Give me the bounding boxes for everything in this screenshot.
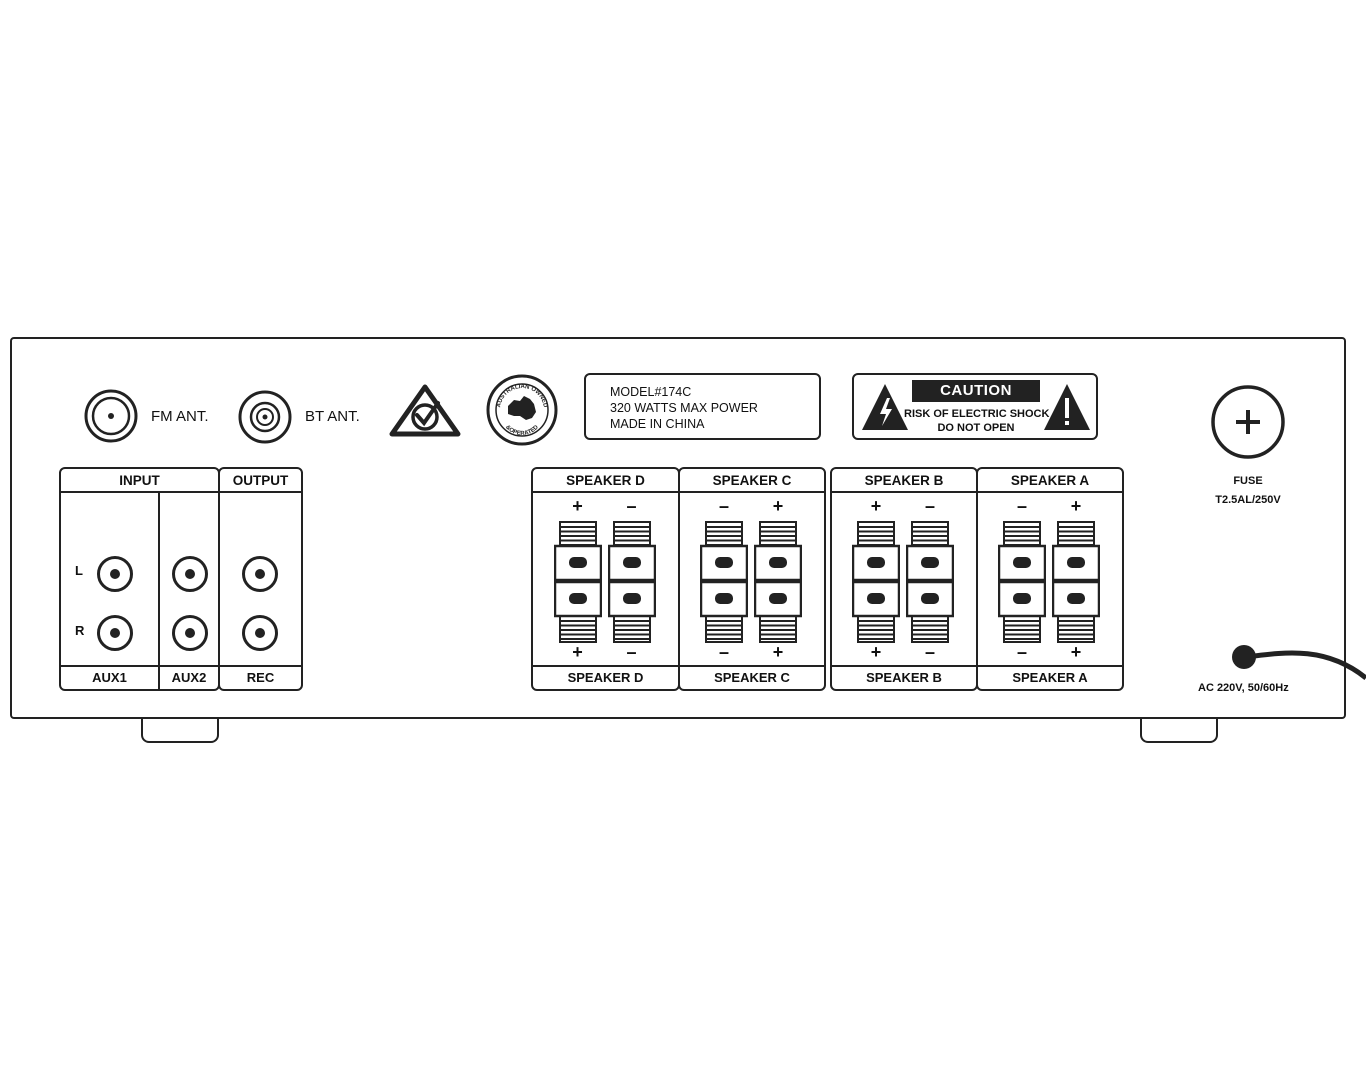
speaker-c-group: SPEAKER C SPEAKER C – – + + [678,467,826,691]
fm-antenna-label: FM ANT. [151,408,209,425]
output-header: OUTPUT [220,469,301,493]
speaker-d-header: SPEAKER D [533,469,678,493]
fuse-rating: T2.5AL/250V [1215,494,1281,506]
speaker-c-header: SPEAKER C [680,469,824,493]
speaker-c-terminal-2[interactable] [753,520,803,644]
right-foot [1140,719,1218,743]
model-origin-text: MADE IN CHINA [610,417,705,431]
aux1-left-jack[interactable] [97,556,133,592]
exclamation-warning-icon [1044,384,1090,430]
speaker-b-footer: SPEAKER B [832,665,976,689]
speaker-d-bottom-polarity-2: – [626,642,637,662]
speaker-a-top-polarity-1: – [1016,496,1027,516]
speaker-d-terminal-2[interactable] [607,520,656,644]
speaker-c-top-polarity-2: + [772,496,784,516]
channel-right-label: R [75,623,85,638]
aux2-label: AUX2 [171,670,207,685]
rec-left-jack[interactable] [242,556,278,592]
speaker-b-header: SPEAKER B [832,469,976,493]
model-label: MODEL#174C 320 WATTS MAX POWER MADE IN C… [584,373,821,440]
input-group: INPUT AUX1 AUX2 L R [59,467,220,691]
aux1-right-jack[interactable] [97,615,133,651]
speaker-d-top-polarity-1: + [572,496,583,516]
bt-antenna-label: BT ANT. [305,408,360,425]
speaker-b-bottom-polarity-2: – [924,642,935,662]
aux2-right-jack[interactable] [172,615,208,651]
speaker-c-bottom-polarity-1: – [718,642,729,662]
fm-antenna-jack[interactable] [84,389,138,443]
speaker-a-group: SPEAKER A SPEAKER A – – + + [976,467,1124,691]
input-footer: AUX1 AUX2 [61,665,218,689]
speaker-c-top-polarity-1: – [718,496,729,516]
speaker-a-bottom-polarity-1: – [1016,642,1027,662]
speaker-c-footer: SPEAKER C [680,665,824,689]
input-divider [158,493,160,665]
power-cord-icon [1232,645,1366,680]
speaker-b-top-polarity-2: – [924,496,935,516]
speaker-b-bottom-polarity-1: + [870,642,882,662]
speaker-b-terminal-2[interactable] [905,520,955,644]
rec-label: REC [220,665,301,689]
caution-title: CAUTION [912,380,1040,402]
caution-label: CAUTION RISK OF ELECTRIC SHOCK DO NOT OP… [852,373,1098,440]
speaker-d-terminal-1[interactable] [553,520,602,644]
rec-right-jack[interactable] [242,615,278,651]
bt-antenna-jack[interactable] [238,390,292,444]
caution-line-1: RISK OF ELECTRIC SHOCK [904,408,1050,420]
rcm-compliance-icon [389,384,461,437]
speaker-a-bottom-polarity-2: + [1070,642,1082,662]
footer-divider [158,667,160,689]
speaker-a-header: SPEAKER A [978,469,1122,493]
speaker-a-top-polarity-2: + [1070,496,1082,516]
fuse-label: FUSE [1233,475,1263,487]
channel-left-label: L [75,563,83,578]
input-header: INPUT [61,469,218,493]
fuse-holder[interactable] [1210,384,1286,460]
speaker-b-top-polarity-1: + [870,496,882,516]
speaker-d-top-polarity-2: – [626,496,637,516]
speaker-d-group: SPEAKER D SPEAKER D + + – – [531,467,680,691]
left-foot [141,719,219,743]
speaker-a-terminal-2[interactable] [1051,520,1101,644]
power-label: AC 220V, 50/60Hz [1198,682,1289,694]
speaker-a-terminal-1[interactable] [997,520,1047,644]
speaker-d-bottom-polarity-1: + [572,642,583,662]
caution-line-2: DO NOT OPEN [937,422,1015,434]
speaker-b-terminal-1[interactable] [851,520,901,644]
aux1-label: AUX1 [92,670,127,685]
electric-shock-warning-icon [862,384,908,430]
speaker-b-group: SPEAKER B SPEAKER B + + – – [830,467,978,691]
model-power-text: 320 WATTS MAX POWER [610,401,758,415]
australian-owned-badge-icon: AUSTRALIAN OWNED &OPERATED [486,374,558,446]
output-group: OUTPUT REC [218,467,303,691]
model-number-text: MODEL#174C [610,385,692,399]
speaker-a-footer: SPEAKER A [978,665,1122,689]
speaker-c-bottom-polarity-2: + [772,642,784,662]
aux2-left-jack[interactable] [172,556,208,592]
speaker-d-footer: SPEAKER D [533,665,678,689]
speaker-c-terminal-1[interactable] [699,520,749,644]
